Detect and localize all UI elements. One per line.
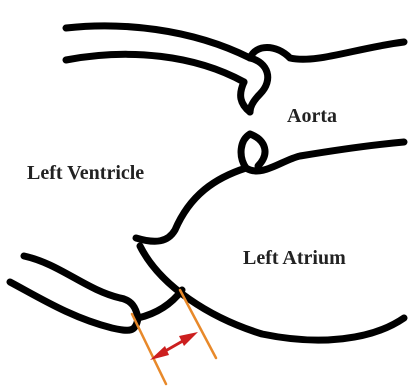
posterior-mitral-leaflet	[138, 290, 182, 318]
aorta-label: Aorta	[287, 105, 337, 127]
aortic-valve-cusp-upper	[250, 58, 268, 112]
measurement-arrow	[150, 332, 198, 360]
measurement-line-left	[132, 314, 166, 384]
aortic-valve-cusp-lower	[250, 134, 265, 166]
posterior-lv-wall-inner	[24, 256, 138, 318]
septum-lower-wall	[66, 54, 244, 82]
measurement-line-right	[180, 290, 216, 358]
left-ventricle-label: Left Ventricle	[27, 162, 144, 184]
posterior-lv-wall-outer	[10, 282, 138, 330]
left-atrium-label: Left Atrium	[243, 247, 346, 269]
anterior-mitral-leaflet	[136, 168, 246, 241]
